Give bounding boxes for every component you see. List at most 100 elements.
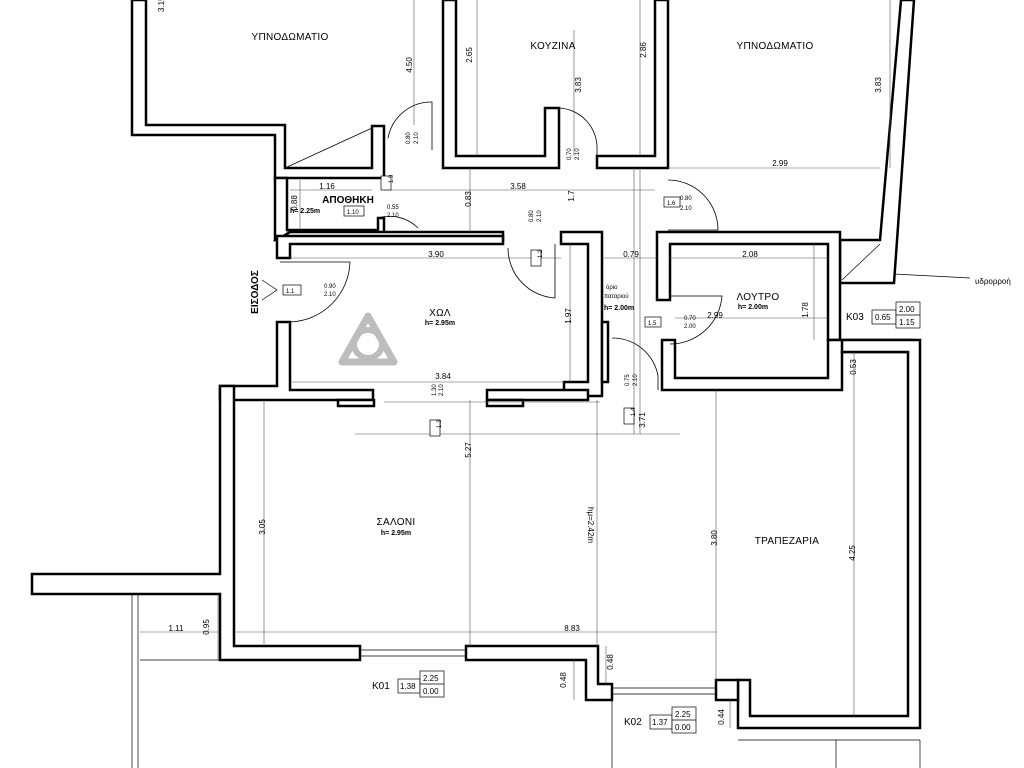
dim-label: 1.7 <box>567 190 576 202</box>
wall-hall-top2 <box>275 234 505 260</box>
door-height: 2.10 <box>537 210 543 222</box>
hall-height: h= 2.95m <box>425 320 455 327</box>
window-height-bottom: 0.00 <box>675 723 691 732</box>
tag-box <box>282 284 302 296</box>
tag-box <box>530 249 542 267</box>
gutter-label: υδρορροή <box>975 277 1011 286</box>
dim-label: 1.78 <box>801 302 810 318</box>
dim-label: 3.80 <box>710 530 719 546</box>
door-width: 0.80 <box>680 196 692 202</box>
door-width: 1.30 <box>432 384 438 396</box>
dimension-labels: 3.15 4.50 2.65 3.83 2.86 3.83 2.99 1.16 … <box>157 0 883 725</box>
door-height: 2.10 <box>633 374 639 386</box>
door-height: 2.10 <box>680 206 692 212</box>
door-height: 2.00 <box>684 324 696 330</box>
dim-label: 2.86 <box>639 42 648 58</box>
door-swing <box>667 179 719 231</box>
dim-label: 0.48 <box>559 672 568 688</box>
tag-label: 1.1 <box>286 289 295 295</box>
wall-bedroom-right <box>838 0 916 285</box>
tag-label: 1.3 <box>437 419 443 428</box>
window-k01: K01 1.38 2.25 0.00 <box>372 670 445 698</box>
door-swings <box>261 101 723 390</box>
dim-label: 0.88 <box>290 195 299 211</box>
loft-ceiling-height: hμ=2.42m <box>586 507 595 543</box>
door-swing <box>387 101 433 150</box>
wall-living-bottom <box>464 644 614 702</box>
door-swing <box>611 337 659 390</box>
dim-label: 5.27 <box>464 442 473 458</box>
room-labels: ΥΠΝΟΔΩΜΑΤΙΟ ΚΟΥΖΙΝΑ ΥΠΝΟΔΩΜΑΤΙΟ ΑΠΟΘΗΚΗ … <box>250 32 1011 547</box>
window-height-bottom: 1.15 <box>899 318 915 327</box>
door-height: 2.10 <box>575 148 581 160</box>
dimension-lines <box>140 0 891 728</box>
door-width: 0.90 <box>324 284 336 290</box>
window-k03: K03 0.65 2.00 1.15 <box>846 301 921 329</box>
balcony-lines <box>131 273 971 768</box>
door-swing-entrance <box>280 261 351 323</box>
dim-label: 3.71 <box>638 412 647 428</box>
loft-height: h= 2.00m <box>604 305 634 312</box>
window-height-top: 2.25 <box>675 710 691 719</box>
entrance-arrow <box>261 279 278 301</box>
door-labels: 0.80 2.10 0.55 2.10 0.70 2.10 0.80 2.10 … <box>324 132 696 396</box>
living-height: h= 2.95m <box>381 530 411 537</box>
door-swing <box>507 244 556 299</box>
room-label-hall: ΧΩΛ <box>429 308 451 319</box>
hatch-line <box>841 243 881 281</box>
dim-label: 2.08 <box>742 250 758 259</box>
door-swing <box>669 295 723 345</box>
tag-label: 1.4 <box>631 407 637 416</box>
wall-hall-bottom-right <box>485 388 590 402</box>
room-label-bathroom: ΛΟΥΤΡΟ <box>737 292 780 303</box>
room-label-dining: ΤΡΑΠΕΖΑΡΙΑ <box>755 536 820 547</box>
dim-label: 4.50 <box>405 57 414 73</box>
door-width: 0.75 <box>625 374 631 386</box>
dim-label: 4.25 <box>848 545 857 561</box>
dim-label: 0.83 <box>464 191 473 207</box>
tag-label: 1.10 <box>347 210 359 216</box>
window-id: K02 <box>624 717 642 728</box>
tag-box <box>380 175 392 191</box>
dim-label: 0.95 <box>202 619 211 635</box>
wall-partition-core <box>600 320 610 384</box>
room-label-bedroom-left: ΥΠΝΟΔΩΜΑΤΙΟ <box>251 32 328 43</box>
room-label-storage: ΑΠΟΘΗΚΗ <box>322 195 374 206</box>
door-height: 2.10 <box>439 384 445 396</box>
dim-label: 0.48 <box>606 654 615 670</box>
dim-label: 2.99 <box>707 311 723 320</box>
hatch-marks <box>284 127 881 281</box>
dim-label: 3.15 <box>157 0 166 12</box>
door-width: 0.70 <box>684 316 696 322</box>
dim-label: 3.83 <box>874 77 883 93</box>
entrance-label: ΕΙΣΟΔΟΣ <box>250 270 261 314</box>
wall-dining-bottom-left <box>714 678 740 702</box>
door-width: 0.70 <box>567 148 573 160</box>
window-id: K03 <box>846 312 864 323</box>
window-height-top: 2.00 <box>899 305 915 314</box>
window-height-bottom: 0.00 <box>423 687 439 696</box>
wall-bathroom <box>655 230 842 342</box>
window-id: K01 <box>372 681 390 692</box>
window-height-top: 2.25 <box>423 674 439 683</box>
door-height: 2.10 <box>387 213 399 219</box>
door-width: 0.80 <box>406 132 412 144</box>
dim-label: 8.83 <box>564 624 580 633</box>
wall-hall-slide-left <box>336 398 376 408</box>
door-swing <box>558 107 598 156</box>
door-height: 2.10 <box>324 292 336 298</box>
dim-label: 0.79 <box>623 250 639 259</box>
dim-label: 1.97 <box>564 308 573 324</box>
dim-label: 3.05 <box>258 519 267 535</box>
room-label-bedroom-right: ΥΠΝΟΔΩΜΑΤΙΟ <box>736 41 813 52</box>
tag-box <box>623 407 635 425</box>
tag-box <box>663 196 681 208</box>
window-width: 1.38 <box>400 682 416 691</box>
bathroom-height: h= 2.00m <box>738 304 768 311</box>
dim-label: 1.16 <box>319 182 335 191</box>
tag-box <box>343 205 365 217</box>
dim-label: 0.53 <box>849 359 858 375</box>
wall-living-left <box>30 384 362 662</box>
